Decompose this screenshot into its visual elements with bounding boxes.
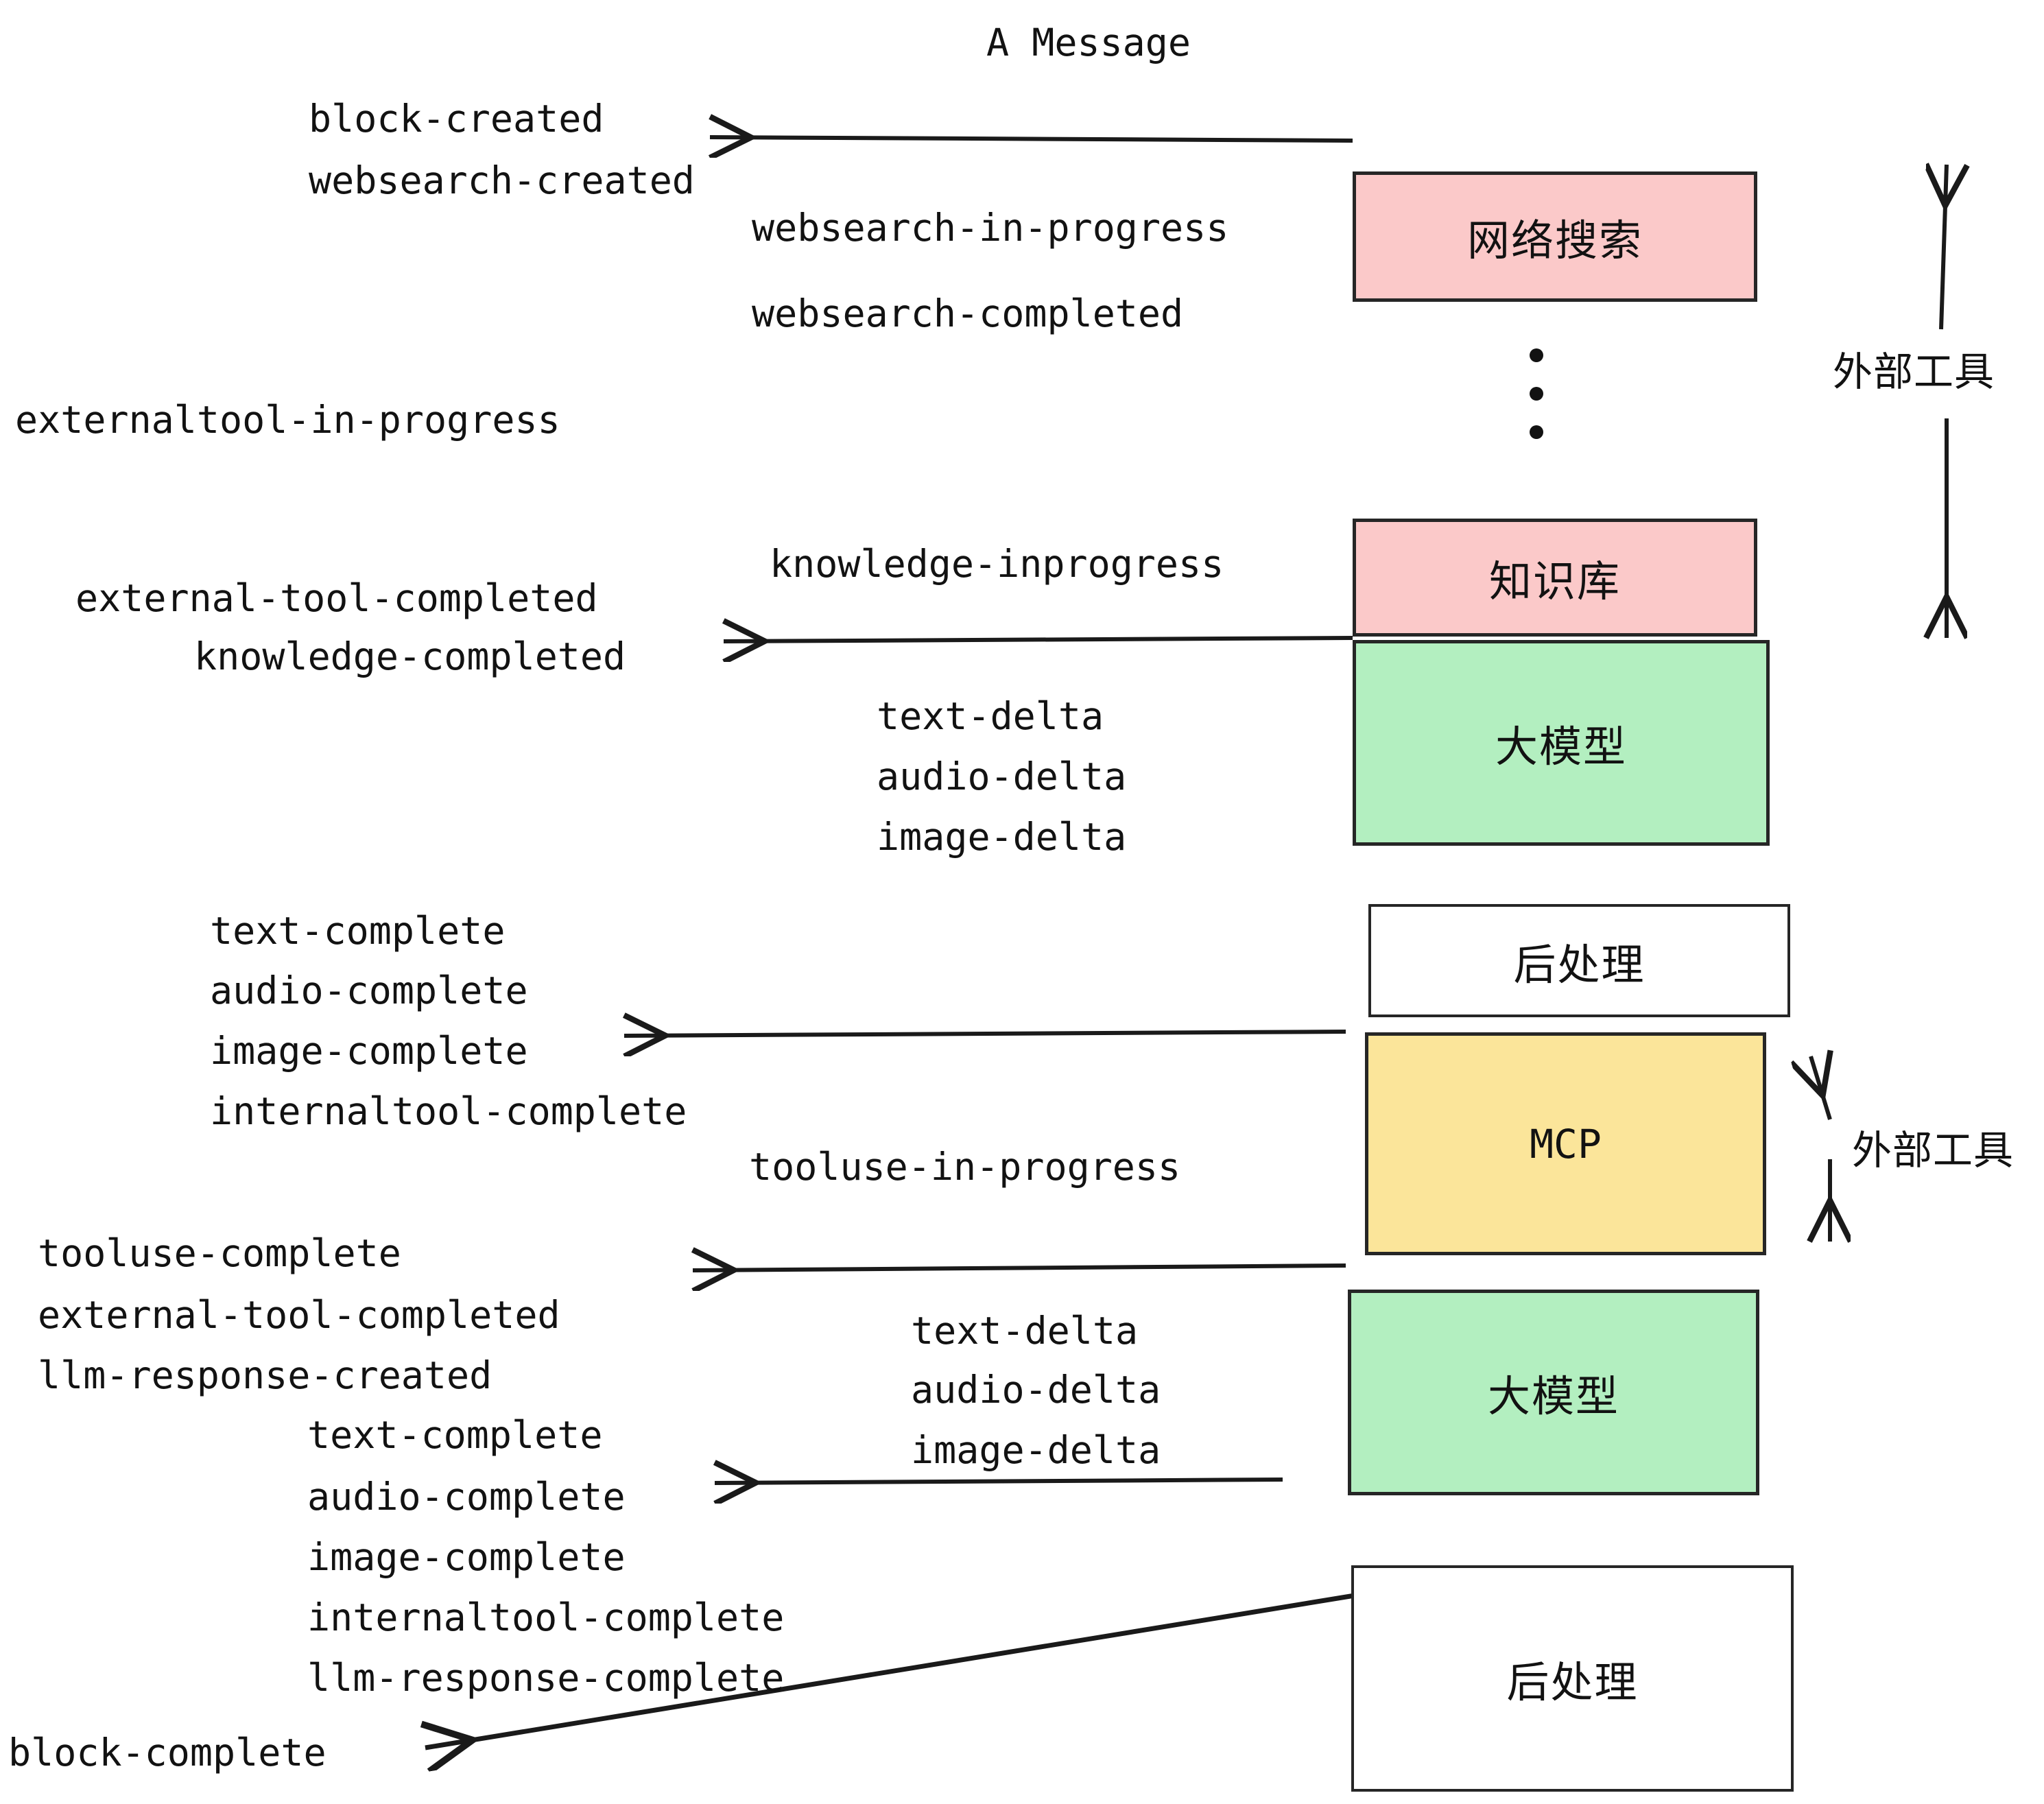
event-websearch-created: websearch-created [309, 158, 695, 202]
event-internaltool-complete-2: internaltool-complete [307, 1595, 785, 1639]
event-internaltool-complete-1: internaltool-complete [210, 1089, 687, 1133]
event-llm-response-created: llm-response-created [38, 1353, 492, 1397]
event-image-delta-1: image-delta [877, 815, 1127, 859]
side-label-external-tool-bottom: 外部工具 [1852, 1118, 2014, 1176]
event-image-delta-2: image-delta [911, 1428, 1161, 1472]
arrow-external-tool-top-up [1941, 165, 1947, 330]
node-postprocess-2-label: 后处理 [1506, 1657, 1639, 1707]
event-audio-complete-2: audio-complete [307, 1475, 626, 1519]
event-llm-response-complete: llm-response-complete [307, 1656, 785, 1700]
node-postprocess-1[interactable]: 后处理 [1368, 904, 1790, 1017]
node-llm-2-label: 大模型 [1487, 1371, 1619, 1421]
event-image-complete-2: image-complete [307, 1535, 626, 1579]
event-audio-delta-1: audio-delta [877, 755, 1127, 798]
node-mcp[interactable]: MCP [1365, 1032, 1766, 1255]
node-postprocess-2[interactable]: 后处理 [1351, 1565, 1794, 1792]
event-external-tool-completed-1: external-tool-completed [75, 576, 598, 620]
event-external-tool-completed-2: external-tool-completed [38, 1293, 560, 1337]
event-websearch-in-progress: websearch-in-progress [752, 206, 1229, 250]
event-audio-complete-1: audio-complete [210, 969, 528, 1012]
event-text-complete-2: text-complete [307, 1413, 603, 1457]
ellipsis-dot-1 [1530, 348, 1543, 362]
event-tooluse-complete: tooluse-complete [38, 1231, 401, 1275]
node-knowledge[interactable]: 知识库 [1353, 519, 1757, 637]
node-websearch-label: 网络搜索 [1466, 215, 1643, 265]
ellipsis-dot-3 [1530, 425, 1543, 439]
node-llm-1-label: 大模型 [1495, 722, 1627, 772]
node-postprocess-1-label: 后处理 [1513, 939, 1645, 990]
event-tooluse-in-progress: tooluse-in-progress [749, 1145, 1181, 1189]
node-mcp-label: MCP [1530, 1120, 1602, 1167]
arrow-knowledge-to-knowledge-completed [724, 638, 1353, 641]
node-knowledge-label: 知识库 [1488, 556, 1621, 606]
arrow-post1-to-image-complete [624, 1032, 1346, 1036]
arrow-external-tool-bottom-up [1811, 1056, 1830, 1120]
event-block-created: block-created [309, 97, 604, 141]
event-text-delta-2: text-delta [911, 1309, 1139, 1353]
ellipsis-dot-2 [1530, 387, 1543, 401]
event-audio-delta-2: audio-delta [911, 1368, 1161, 1412]
event-externaltool-in-progress: externaltool-in-progress [15, 398, 560, 442]
event-text-complete-1: text-complete [210, 909, 506, 953]
event-text-delta-1: text-delta [877, 694, 1104, 738]
node-websearch[interactable]: 网络搜索 [1353, 171, 1757, 302]
diagram-title: A Message [986, 21, 1191, 64]
node-llm-1[interactable]: 大模型 [1353, 640, 1770, 846]
event-image-complete-1: image-complete [210, 1029, 528, 1073]
vertical-ellipsis [1530, 348, 1543, 464]
event-websearch-completed: websearch-completed [752, 292, 1184, 335]
side-label-external-tool-top-text: 外部工具 [1833, 348, 1995, 395]
event-block-complete: block-complete [8, 1731, 326, 1775]
arrow-websearch-to-block-created [710, 137, 1353, 141]
arrow-mcp-to-tooluse-complete [693, 1266, 1346, 1270]
node-llm-2[interactable]: 大模型 [1348, 1290, 1759, 1495]
arrow-llm2-to-audio-complete [715, 1480, 1283, 1483]
event-knowledge-inprogress: knowledge-inprogress [770, 542, 1224, 586]
event-knowledge-completed: knowledge-completed [194, 634, 626, 678]
side-label-external-tool-top: 外部工具 [1833, 340, 1995, 397]
side-label-external-tool-bottom-text: 外部工具 [1852, 1127, 2015, 1174]
